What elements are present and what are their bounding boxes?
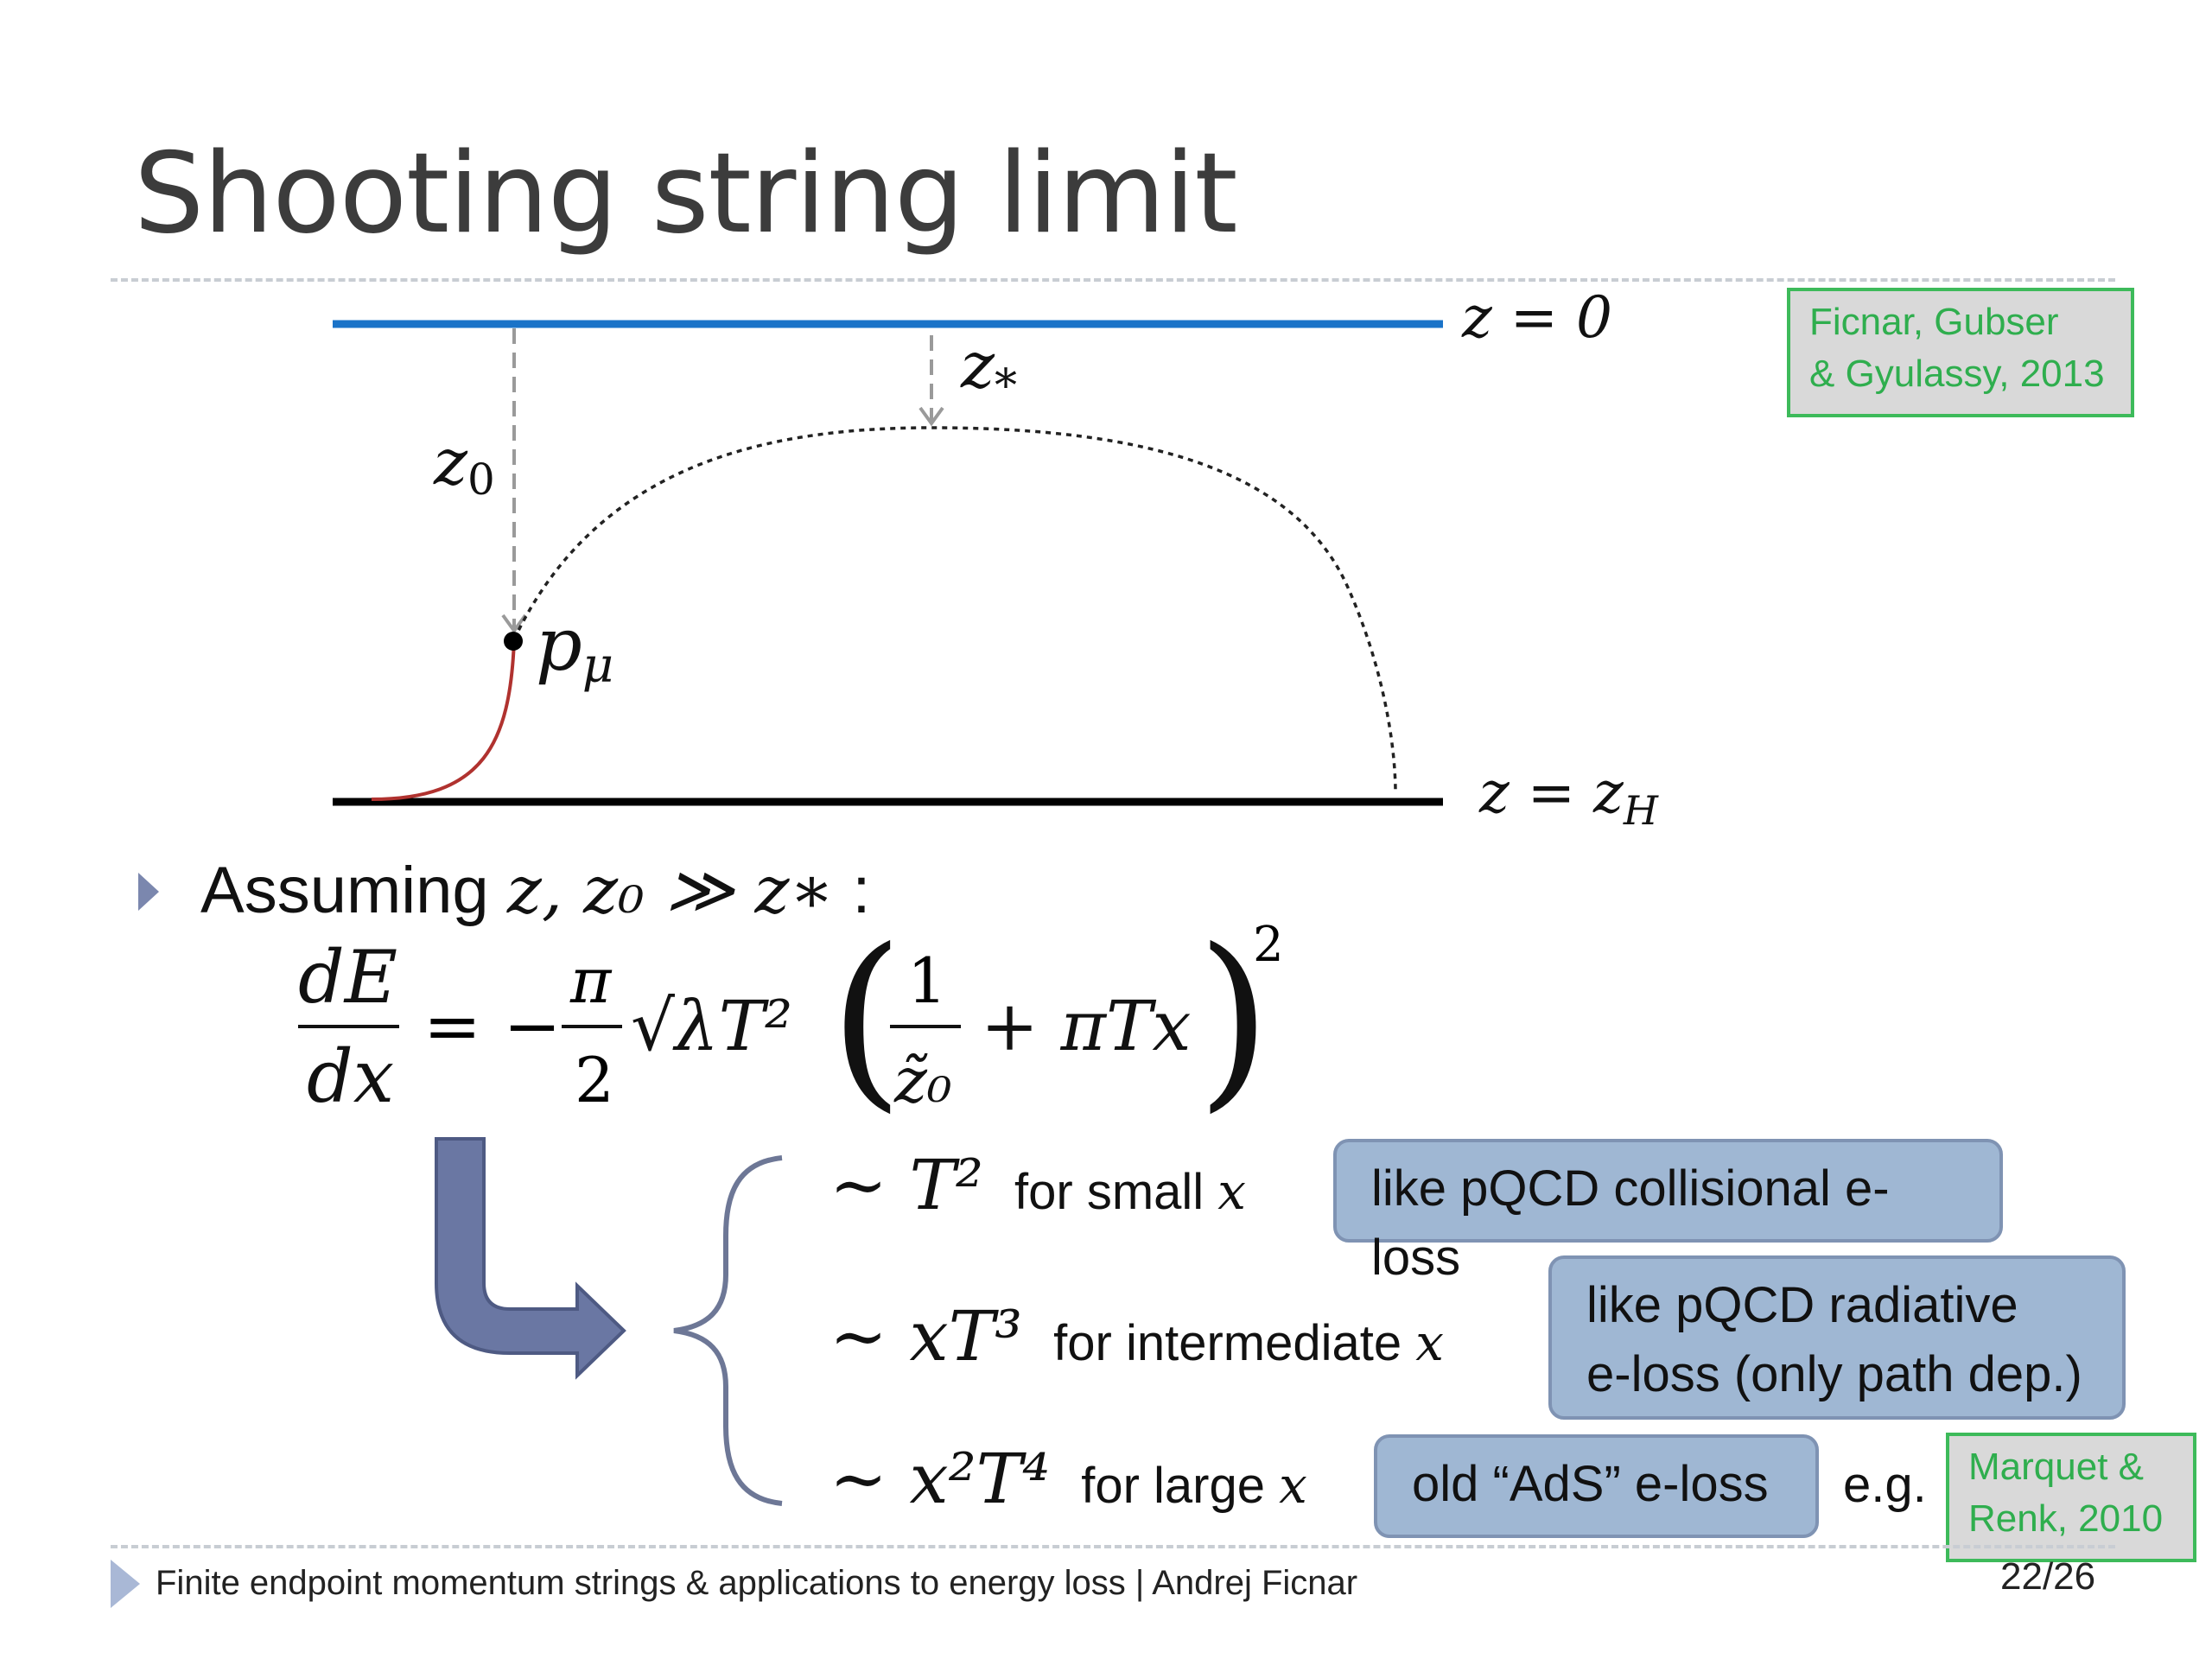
curly-brace: [673, 1155, 783, 1506]
title-divider: [111, 278, 2115, 282]
regime-small-scaling: ∼ T²: [830, 1145, 983, 1225]
citation-line-1: Ficnar, Gubser: [1809, 301, 2059, 343]
assumption-prefix: Assuming: [200, 854, 507, 927]
citation-ficnar-2013: Ficnar, Gubser & Gyulassy, 2013: [1787, 288, 2134, 417]
assumption-text: Assuming z, z₀ ≫ z∗ :: [200, 851, 871, 928]
eq-inner-num: 1: [907, 944, 947, 1017]
box-collisional: like pQCD collisional e-loss: [1333, 1139, 2003, 1286]
eq-equals: = −: [423, 986, 562, 1066]
eq-rparen: ): [1197, 908, 1271, 1129]
eq-pi-num: π: [569, 944, 613, 1017]
zstar-arrowhead: [918, 406, 944, 427]
label-z-horizon: z = zH: [1478, 760, 1659, 834]
string-segment: [371, 640, 516, 801]
eq-lparen: (: [830, 908, 904, 1129]
footer-arrow-icon: [111, 1560, 140, 1608]
label-momentum: pμ: [536, 602, 613, 694]
regime-large-scaling: ∼ x²T⁴: [830, 1439, 1051, 1519]
regime-intermediate-var: x: [1415, 1313, 1444, 1372]
citation-marquet-2010: Marquet & Renk, 2010: [1946, 1433, 2196, 1562]
regime-small-text: for small: [1014, 1164, 1218, 1220]
regime-intermediate: ∼ xT³ for intermediate x: [830, 1296, 1444, 1376]
eg-label: e.g.: [1843, 1457, 1927, 1513]
regime-large-var: x: [1279, 1456, 1307, 1515]
bullet-arrow-icon: [138, 873, 159, 911]
regime-small: ∼ T² for small x: [830, 1145, 1246, 1225]
page-number: 22/26: [2000, 1555, 2096, 1598]
footer-text: Finite endpoint momentum strings & appli…: [156, 1564, 1358, 1602]
regime-intermediate-scaling: ∼ xT³: [830, 1296, 1023, 1376]
string-trajectory: [512, 426, 1397, 794]
regime-large-text: for large: [1081, 1458, 1280, 1514]
citation-bottom-line-2: Renk, 2010: [1968, 1497, 2164, 1540]
box-ads: old “AdS” e-loss: [1374, 1434, 1819, 1538]
eq-pi-den: 2: [575, 1044, 614, 1116]
label-zstar: z*: [960, 328, 1017, 412]
footer-divider: [111, 1545, 2115, 1548]
slide-title: Shooting string limit: [134, 130, 1237, 258]
eq-lhs-den: dx: [307, 1034, 394, 1119]
citation-bottom-line-1: Marquet &: [1968, 1446, 2144, 1488]
eq-sqrt: √λT²: [631, 986, 792, 1066]
eq-lhs-num: dE: [298, 935, 397, 1020]
eq-inner-den: z̃₀: [893, 1044, 952, 1116]
assumption-suffix: :: [834, 854, 871, 927]
energy-loss-equation: dE dx = − π 2 √λT² ( 1 z̃₀ + πTx ) 2: [298, 908, 1284, 1129]
citation-line-2: & Gyulassy, 2013: [1809, 353, 2105, 395]
regime-large: ∼ x²T⁴ for large x: [830, 1439, 1307, 1519]
box-radiative-line-2: e-loss (only path dep.): [1586, 1346, 2082, 1402]
box-radiative: like pQCD radiative e-loss (only path de…: [1548, 1255, 2126, 1420]
box-ads-line-1: old “AdS” e-loss: [1412, 1456, 1769, 1512]
assumption-math: z, z₀ ≫ z∗: [506, 851, 835, 928]
label-z0: z0: [433, 425, 495, 505]
eq-exponent: 2: [1253, 917, 1284, 973]
box-collisional-line-1: like pQCD collisional e-loss: [1371, 1160, 1890, 1286]
regime-intermediate-text: for intermediate: [1053, 1315, 1416, 1371]
label-z-zero: z = 0: [1461, 284, 1612, 351]
eq-inner-rest: + πTx: [981, 986, 1192, 1066]
z0-arrowhead: [501, 613, 527, 634]
box-radiative-line-1: like pQCD radiative: [1586, 1277, 2018, 1333]
endpoint-dot: [504, 632, 523, 651]
regime-small-var: x: [1217, 1162, 1246, 1221]
bent-arrow-icon: [435, 1137, 626, 1380]
